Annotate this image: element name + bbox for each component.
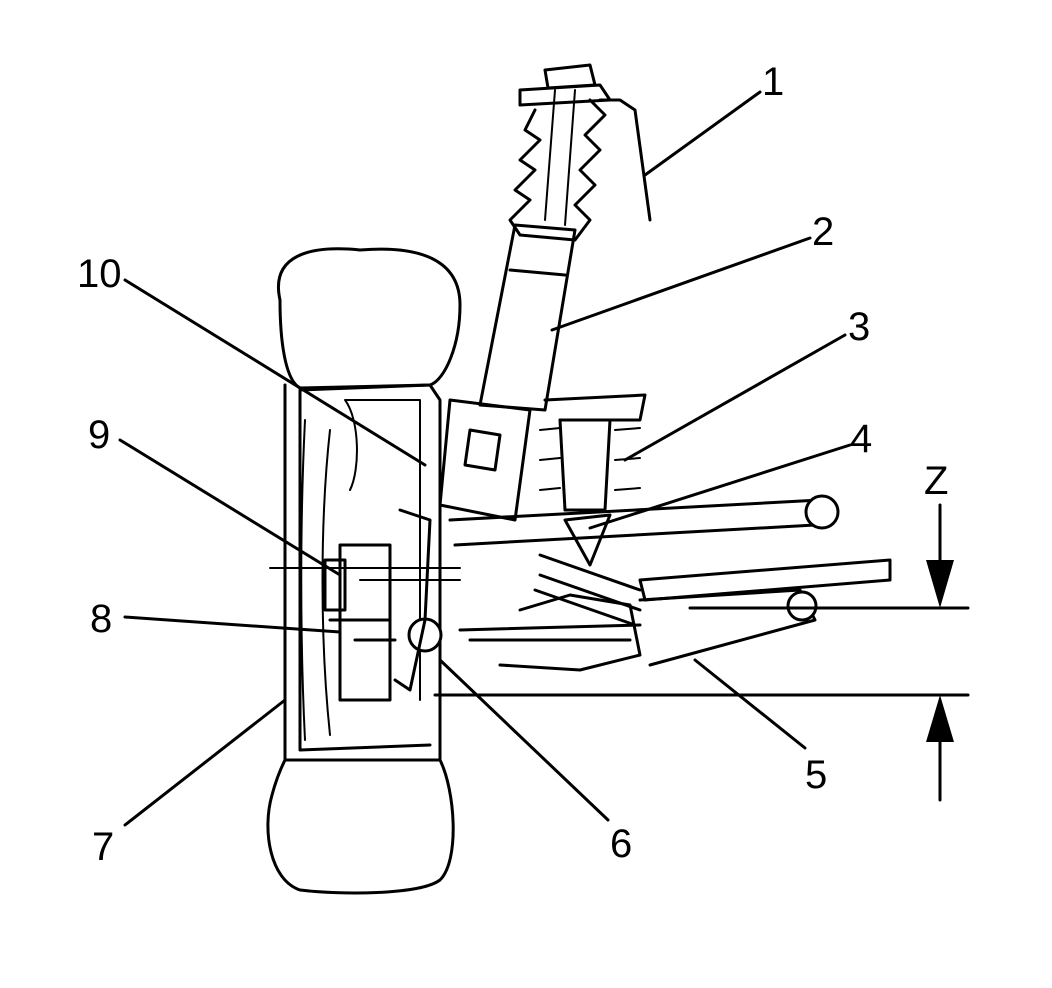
callout-6: 6 (610, 822, 632, 866)
strut-body (478, 223, 577, 412)
tire-lower (266, 758, 455, 895)
callout-4: 4 (850, 417, 872, 461)
leader-1 (643, 90, 762, 177)
spring-seat-lower (563, 513, 612, 567)
tire-upper (277, 247, 462, 390)
callout-5: 5 (805, 753, 827, 797)
callout-9: 9 (88, 413, 110, 457)
brake-line-bracket (598, 98, 652, 222)
lower-control-arm (498, 588, 817, 672)
upper-link (448, 498, 822, 547)
callout-7: 7 (92, 825, 114, 869)
callout-10: 10 (77, 252, 122, 296)
dust-boot (508, 98, 607, 242)
callout-3: 3 (848, 305, 870, 349)
stabilizer-link (533, 553, 642, 627)
leader-5 (693, 658, 807, 750)
suspension-links (393, 494, 892, 692)
callout-labels: 1 2 3 4 5 6 7 8 9 10 (77, 60, 872, 869)
rear-crossmember (638, 558, 892, 602)
piston-rod (544, 89, 576, 226)
strut-bracket (438, 398, 532, 522)
spring-coils (539, 427, 641, 491)
leader-9 (118, 438, 342, 577)
leader-7 (123, 698, 287, 827)
jounce-bumper (558, 418, 612, 512)
spring-seat-upper (543, 393, 647, 422)
lower-arm-bushing (786, 590, 818, 622)
wheel-assembly (266, 247, 462, 895)
leader-lines (118, 90, 852, 827)
callout-2: 2 (812, 210, 834, 254)
upper-link-bushing (804, 494, 840, 530)
leader-3 (623, 333, 847, 462)
dimension-arrow-upper-head (926, 560, 954, 608)
dimension-arrow-lower-head (926, 695, 954, 742)
leader-2 (550, 236, 812, 332)
rim-outer (283, 383, 442, 762)
knuckle-arm (393, 508, 432, 692)
rim-inner (300, 399, 421, 741)
strut-top-mount (518, 63, 612, 107)
leader-6 (438, 658, 610, 822)
dimension-z: Z (433, 459, 970, 802)
hub-carrier (323, 543, 397, 702)
callout-1: 1 (762, 60, 784, 104)
leader-4 (588, 443, 852, 530)
strut-assembly (438, 63, 652, 522)
leader-8 (123, 615, 342, 634)
dimension-label: Z (924, 459, 948, 503)
leader-10 (123, 278, 427, 467)
coil-spring (539, 393, 647, 567)
toe-link (458, 623, 642, 642)
callout-8: 8 (90, 597, 112, 641)
